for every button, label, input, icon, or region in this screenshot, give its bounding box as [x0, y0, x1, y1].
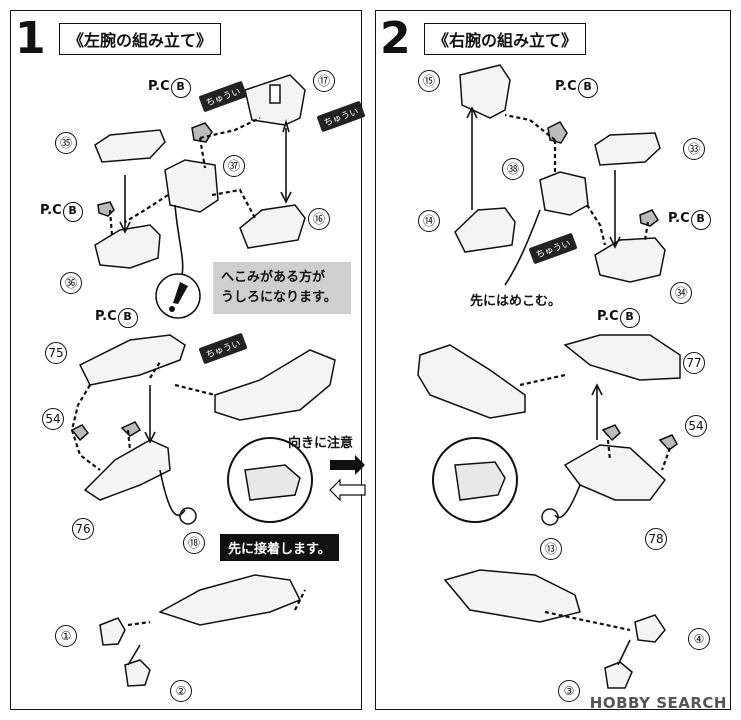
part-14-label: ⑭ — [418, 210, 440, 232]
part-77-label: 77 — [683, 352, 705, 374]
part-14-shape — [454, 207, 516, 253]
pc-prefix: P.C — [668, 211, 690, 226]
pc-letter: B — [117, 308, 138, 328]
part-16-shape — [239, 204, 306, 249]
step-number: 2 — [380, 13, 411, 64]
part-1-label: ① — [55, 625, 77, 647]
pc-letter: B — [577, 78, 598, 98]
watermark: HOBBY SEARCH — [589, 694, 727, 712]
forearm-right-shape — [417, 344, 526, 419]
arm-lower-right-shape — [443, 569, 581, 623]
pc-part-shape — [191, 122, 213, 143]
gray-note-line-2: うしろになります。 — [221, 290, 337, 305]
part-35-label: ㉟ — [55, 132, 77, 154]
part-35-shape — [94, 129, 166, 163]
part-17-label: ⑰ — [313, 70, 335, 92]
pc-prefix: P.C — [597, 309, 619, 324]
part-13-label: ⑬ — [540, 538, 562, 560]
part-15-shape — [459, 64, 511, 119]
part-4-label: ④ — [688, 628, 710, 650]
pc-letter: B — [690, 210, 711, 230]
part-78-shape — [563, 444, 667, 501]
pc-prefix: P.C — [555, 79, 577, 94]
part-34-shape — [594, 237, 666, 283]
part-2-label: ② — [170, 680, 192, 702]
part-76-label: 76 — [72, 518, 94, 540]
gray-note-line-1: へこみがある方が — [221, 270, 326, 285]
part-36-label: ㊱ — [60, 272, 82, 294]
pc-letter: B — [170, 78, 191, 98]
pc-prefix: P.C — [148, 79, 170, 94]
part-18-label: ⑱ — [183, 532, 205, 554]
part-37-shape — [164, 159, 219, 213]
part-54-label: 54 — [685, 415, 707, 437]
part-16-label: ⑯ — [308, 208, 330, 230]
pc-letter: B — [62, 202, 83, 222]
part-75-shape — [78, 334, 186, 386]
pc-prefix: P.C — [40, 203, 62, 218]
gray-note: へこみがある方が うしろになります。 — [213, 262, 351, 314]
part-75-label: 75 — [45, 342, 67, 364]
part-34-label: ㉞ — [670, 282, 692, 304]
direction-note: 向きに注意 — [288, 436, 354, 451]
part-36-shape — [94, 224, 161, 269]
step-title: 《右腕の組み立て》 — [424, 23, 587, 55]
part-78-label: 78 — [645, 528, 667, 550]
part-3-label: ③ — [558, 680, 580, 702]
part-38-shape — [539, 171, 589, 216]
part-77-shape — [563, 334, 681, 381]
part-54-label: 54 — [42, 408, 64, 430]
step-title: 《左腕の組み立て》 — [59, 23, 222, 55]
part-38-label: ㊳ — [502, 158, 524, 180]
pc-letter: B — [619, 308, 640, 328]
glue-first-note: 先に接着します。 — [220, 534, 339, 561]
forearm-left-shape — [214, 349, 336, 421]
part-76-shape — [83, 439, 171, 501]
part-15-label: ⑮ — [418, 70, 440, 92]
part-33-shape — [594, 132, 661, 166]
part-37-label: ㊲ — [223, 155, 245, 177]
part-33-label: ㉝ — [683, 138, 705, 160]
pc-prefix: P.C — [95, 309, 117, 324]
fit-first-note: 先にはめこむ。 — [470, 294, 562, 309]
arm-lower-left-shape — [158, 574, 302, 626]
step-number: 1 — [15, 13, 46, 64]
